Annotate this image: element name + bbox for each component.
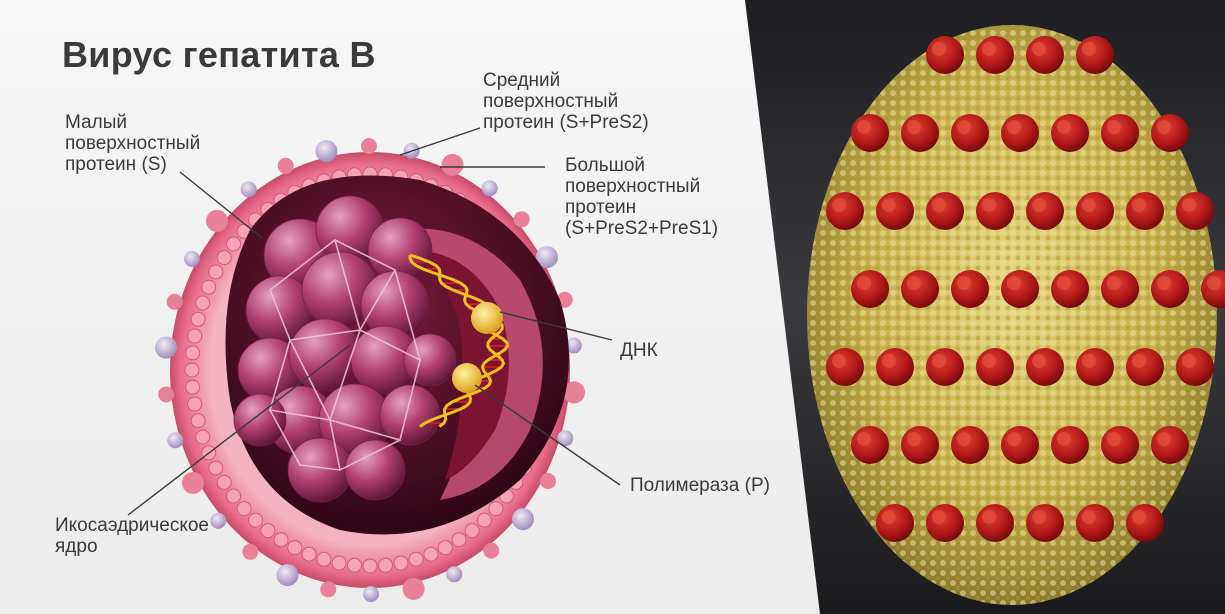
membrane-bead xyxy=(186,380,200,394)
surface-protein-knob xyxy=(167,294,183,310)
membrane-bead xyxy=(274,533,288,547)
surface-protein-knob xyxy=(315,140,337,162)
surface-protein-knob xyxy=(241,181,257,197)
membrane-bead xyxy=(424,547,438,561)
membrane-bead xyxy=(394,556,408,570)
membrane-bead xyxy=(209,461,223,475)
membrane-bead xyxy=(217,251,231,265)
membrane-bead xyxy=(249,513,263,527)
surface-protein-knob xyxy=(158,387,174,403)
membrane-bead xyxy=(489,502,503,516)
membrane-bead xyxy=(227,237,241,251)
core-sphere xyxy=(289,319,361,391)
membrane-bead xyxy=(209,265,223,279)
surface-protein-knob xyxy=(182,472,204,494)
membrane-bead xyxy=(191,414,205,428)
label-middle-protein: Средний поверхностный протеин (S+PreS2) xyxy=(483,70,649,133)
label-core: Икосаэдрическое ядро xyxy=(55,515,209,557)
surface-protein-knob xyxy=(167,432,183,448)
leader-middle-protein xyxy=(400,128,480,155)
core-sphere xyxy=(380,385,440,445)
membrane-bead xyxy=(196,296,210,310)
surface-protein-knob xyxy=(540,473,556,489)
polymerase-blob-1 xyxy=(471,302,503,334)
surface-protein-knob xyxy=(320,581,336,597)
surface-protein-knob xyxy=(403,578,425,600)
core-sphere xyxy=(345,440,405,500)
surface-protein-knob xyxy=(155,337,177,359)
membrane-bead xyxy=(217,475,231,489)
surface-protein-knob xyxy=(442,154,464,176)
membrane-bead xyxy=(317,552,331,566)
surface-protein-knob xyxy=(446,566,462,582)
membrane-bead xyxy=(379,558,393,572)
membrane-bead xyxy=(477,513,491,527)
membrane-bead xyxy=(409,552,423,566)
membrane-bead xyxy=(202,280,216,294)
surface-protein-knob xyxy=(483,543,499,559)
core-sphere xyxy=(288,438,352,502)
membrane-bead xyxy=(302,547,316,561)
surface-protein-knob xyxy=(206,210,228,232)
label-dna: ДНК xyxy=(620,340,658,361)
membrane-bead xyxy=(363,559,377,573)
polymerase-blob-2 xyxy=(452,363,482,393)
membrane-bead xyxy=(452,533,466,547)
membrane-bead xyxy=(261,524,275,538)
membrane-bead xyxy=(191,312,205,326)
core-sphere xyxy=(404,334,456,386)
membrane-bead xyxy=(186,346,200,360)
membrane-bead xyxy=(196,430,210,444)
surface-protein-knob xyxy=(184,251,200,267)
surface-protein-knob xyxy=(361,138,377,154)
label-large-protein: Большой поверхностный протеин (S+PreS2+P… xyxy=(565,155,718,239)
membrane-bead xyxy=(237,502,251,516)
label-polymerase: Полимераза (Р) xyxy=(630,475,770,496)
membrane-bead xyxy=(227,489,241,503)
membrane-bead xyxy=(188,329,202,343)
page-title: Вирус гепатита В xyxy=(62,34,376,76)
membrane-bead xyxy=(185,363,199,377)
surface-protein-knob xyxy=(363,586,379,602)
membrane-bead xyxy=(438,541,452,555)
membrane-bead xyxy=(348,558,362,572)
surface-protein-knob xyxy=(512,508,534,530)
core-sphere xyxy=(234,394,286,446)
surface-protein-knob xyxy=(277,564,299,586)
label-small-protein: Малый поверхностный протеин (S) xyxy=(65,112,200,175)
surface-protein-knob xyxy=(482,180,498,196)
surface-protein-knob xyxy=(278,158,294,174)
membrane-bead xyxy=(288,541,302,555)
membrane-bead xyxy=(465,524,479,538)
membrane-bead xyxy=(332,556,346,570)
membrane-bead xyxy=(188,397,202,411)
surface-protein-knob xyxy=(514,211,530,227)
surface-protein-knob xyxy=(210,513,226,529)
surface-protein-knob xyxy=(242,544,258,560)
